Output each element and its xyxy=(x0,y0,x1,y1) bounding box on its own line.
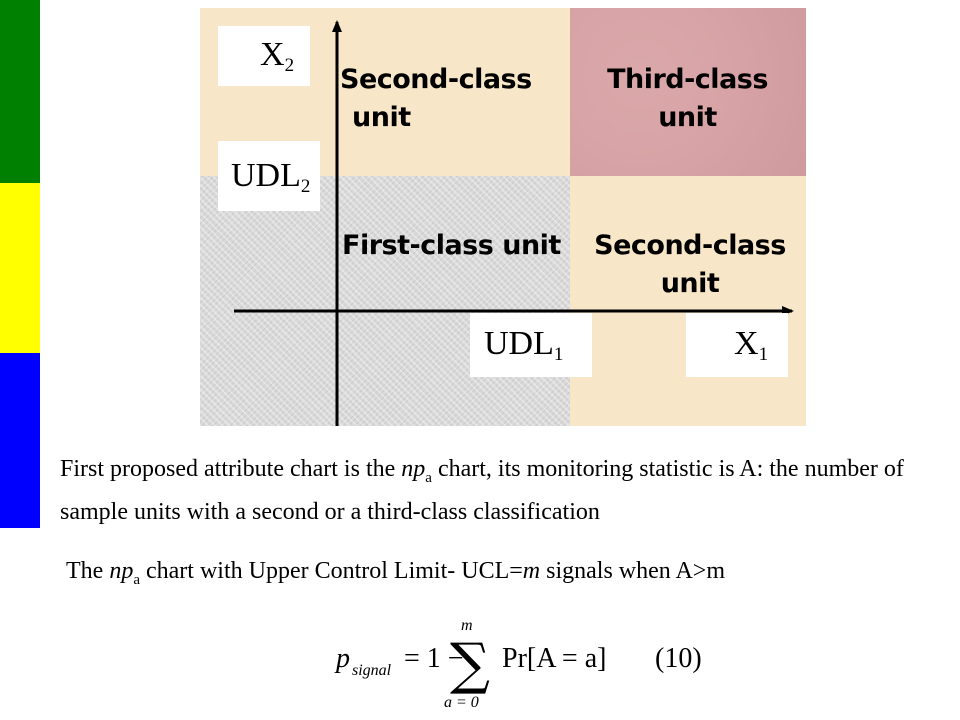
formula-lhs-sub: signal xyxy=(352,662,392,679)
formula-10: p signal = 1 − m ∑ a = 0 Pr[A = a] (10) xyxy=(334,617,702,711)
signal-rule-text: The npa chart with Upper Control Limit- … xyxy=(66,558,726,588)
udl1-label: UDL1 xyxy=(470,313,592,377)
sidebar-bar-yellow xyxy=(0,183,40,353)
sidebar-bar-blue xyxy=(0,353,40,528)
region-label-second-class-top: Second-class unit xyxy=(340,64,532,133)
formula-sum-lower: a = 0 xyxy=(444,694,479,711)
formula-sum-upper: m xyxy=(461,617,473,634)
classification-diagram: Second-class unit Third-class unit First… xyxy=(200,8,806,426)
formula-lhs: p xyxy=(334,643,350,674)
formula-eq-number: (10) xyxy=(655,643,702,674)
region-label-third-class: Third-class unit xyxy=(607,64,768,133)
formula-rhs-start: = 1 − xyxy=(404,643,464,674)
region-label-first-class: First-class unit xyxy=(342,230,561,261)
description-paragraph: First proposed attribute chart is the np… xyxy=(60,456,904,525)
udl2-label: UDL2 xyxy=(218,141,320,211)
region-label-second-class-bottom: Second-class unit xyxy=(594,230,786,299)
formula-sum-sign: ∑ xyxy=(450,632,490,697)
sidebar-bar-green xyxy=(0,0,40,183)
axis-label-x2: X2 xyxy=(218,26,310,86)
axes xyxy=(234,20,794,426)
region-bottom-left xyxy=(200,176,570,426)
region-bottom-right xyxy=(570,176,806,426)
formula-term: Pr[A = a] xyxy=(502,643,606,674)
axis-label-x1: X1 xyxy=(686,313,788,377)
region-top-right xyxy=(570,8,806,176)
